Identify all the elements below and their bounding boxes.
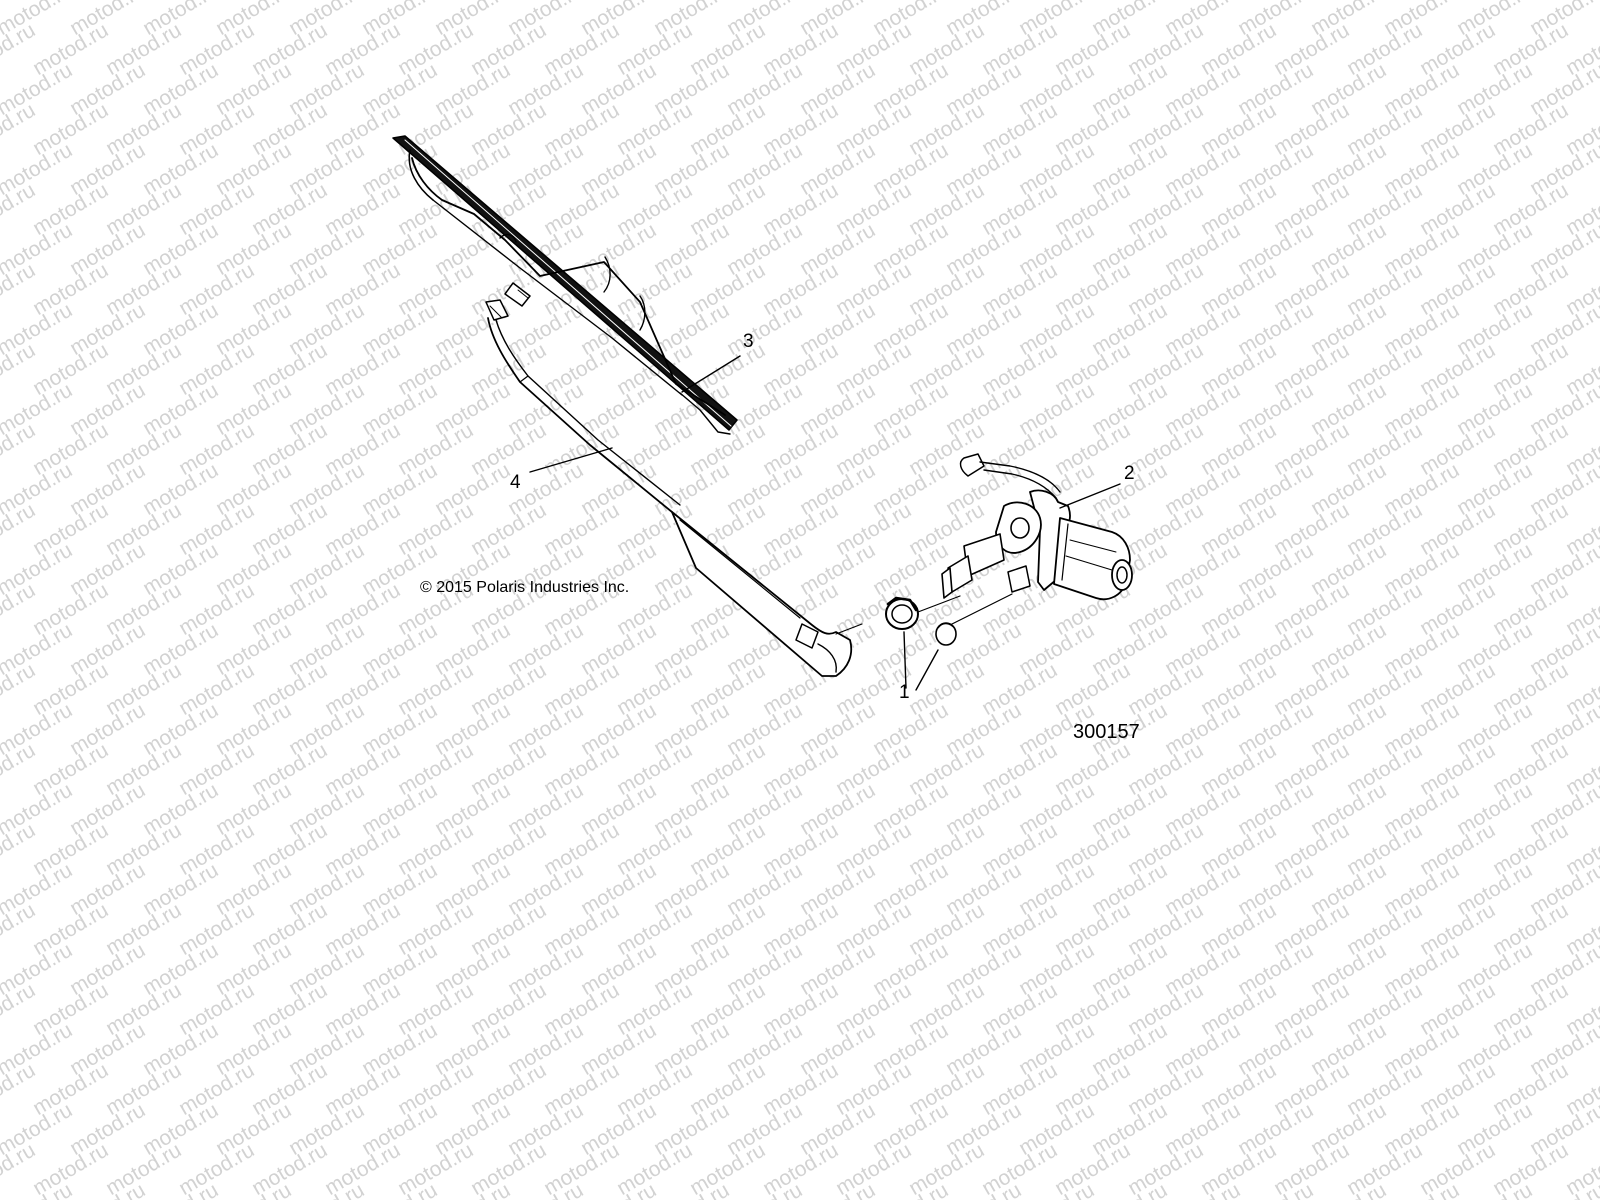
- leader-lines: [529, 355, 1121, 691]
- callout-2: 2: [1124, 463, 1135, 484]
- nut-and-cap: [885, 593, 1013, 646]
- callout-3: 3: [743, 331, 754, 352]
- wiper-blade: [392, 135, 738, 435]
- figure-number: 300157: [1073, 721, 1140, 743]
- wiper-arm: [485, 299, 863, 677]
- wiper-motor: [941, 453, 1133, 601]
- callout-1: 1: [899, 682, 910, 703]
- copyright-notice: © 2015 Polaris Industries Inc.: [420, 579, 630, 596]
- callout-4: 4: [510, 472, 521, 493]
